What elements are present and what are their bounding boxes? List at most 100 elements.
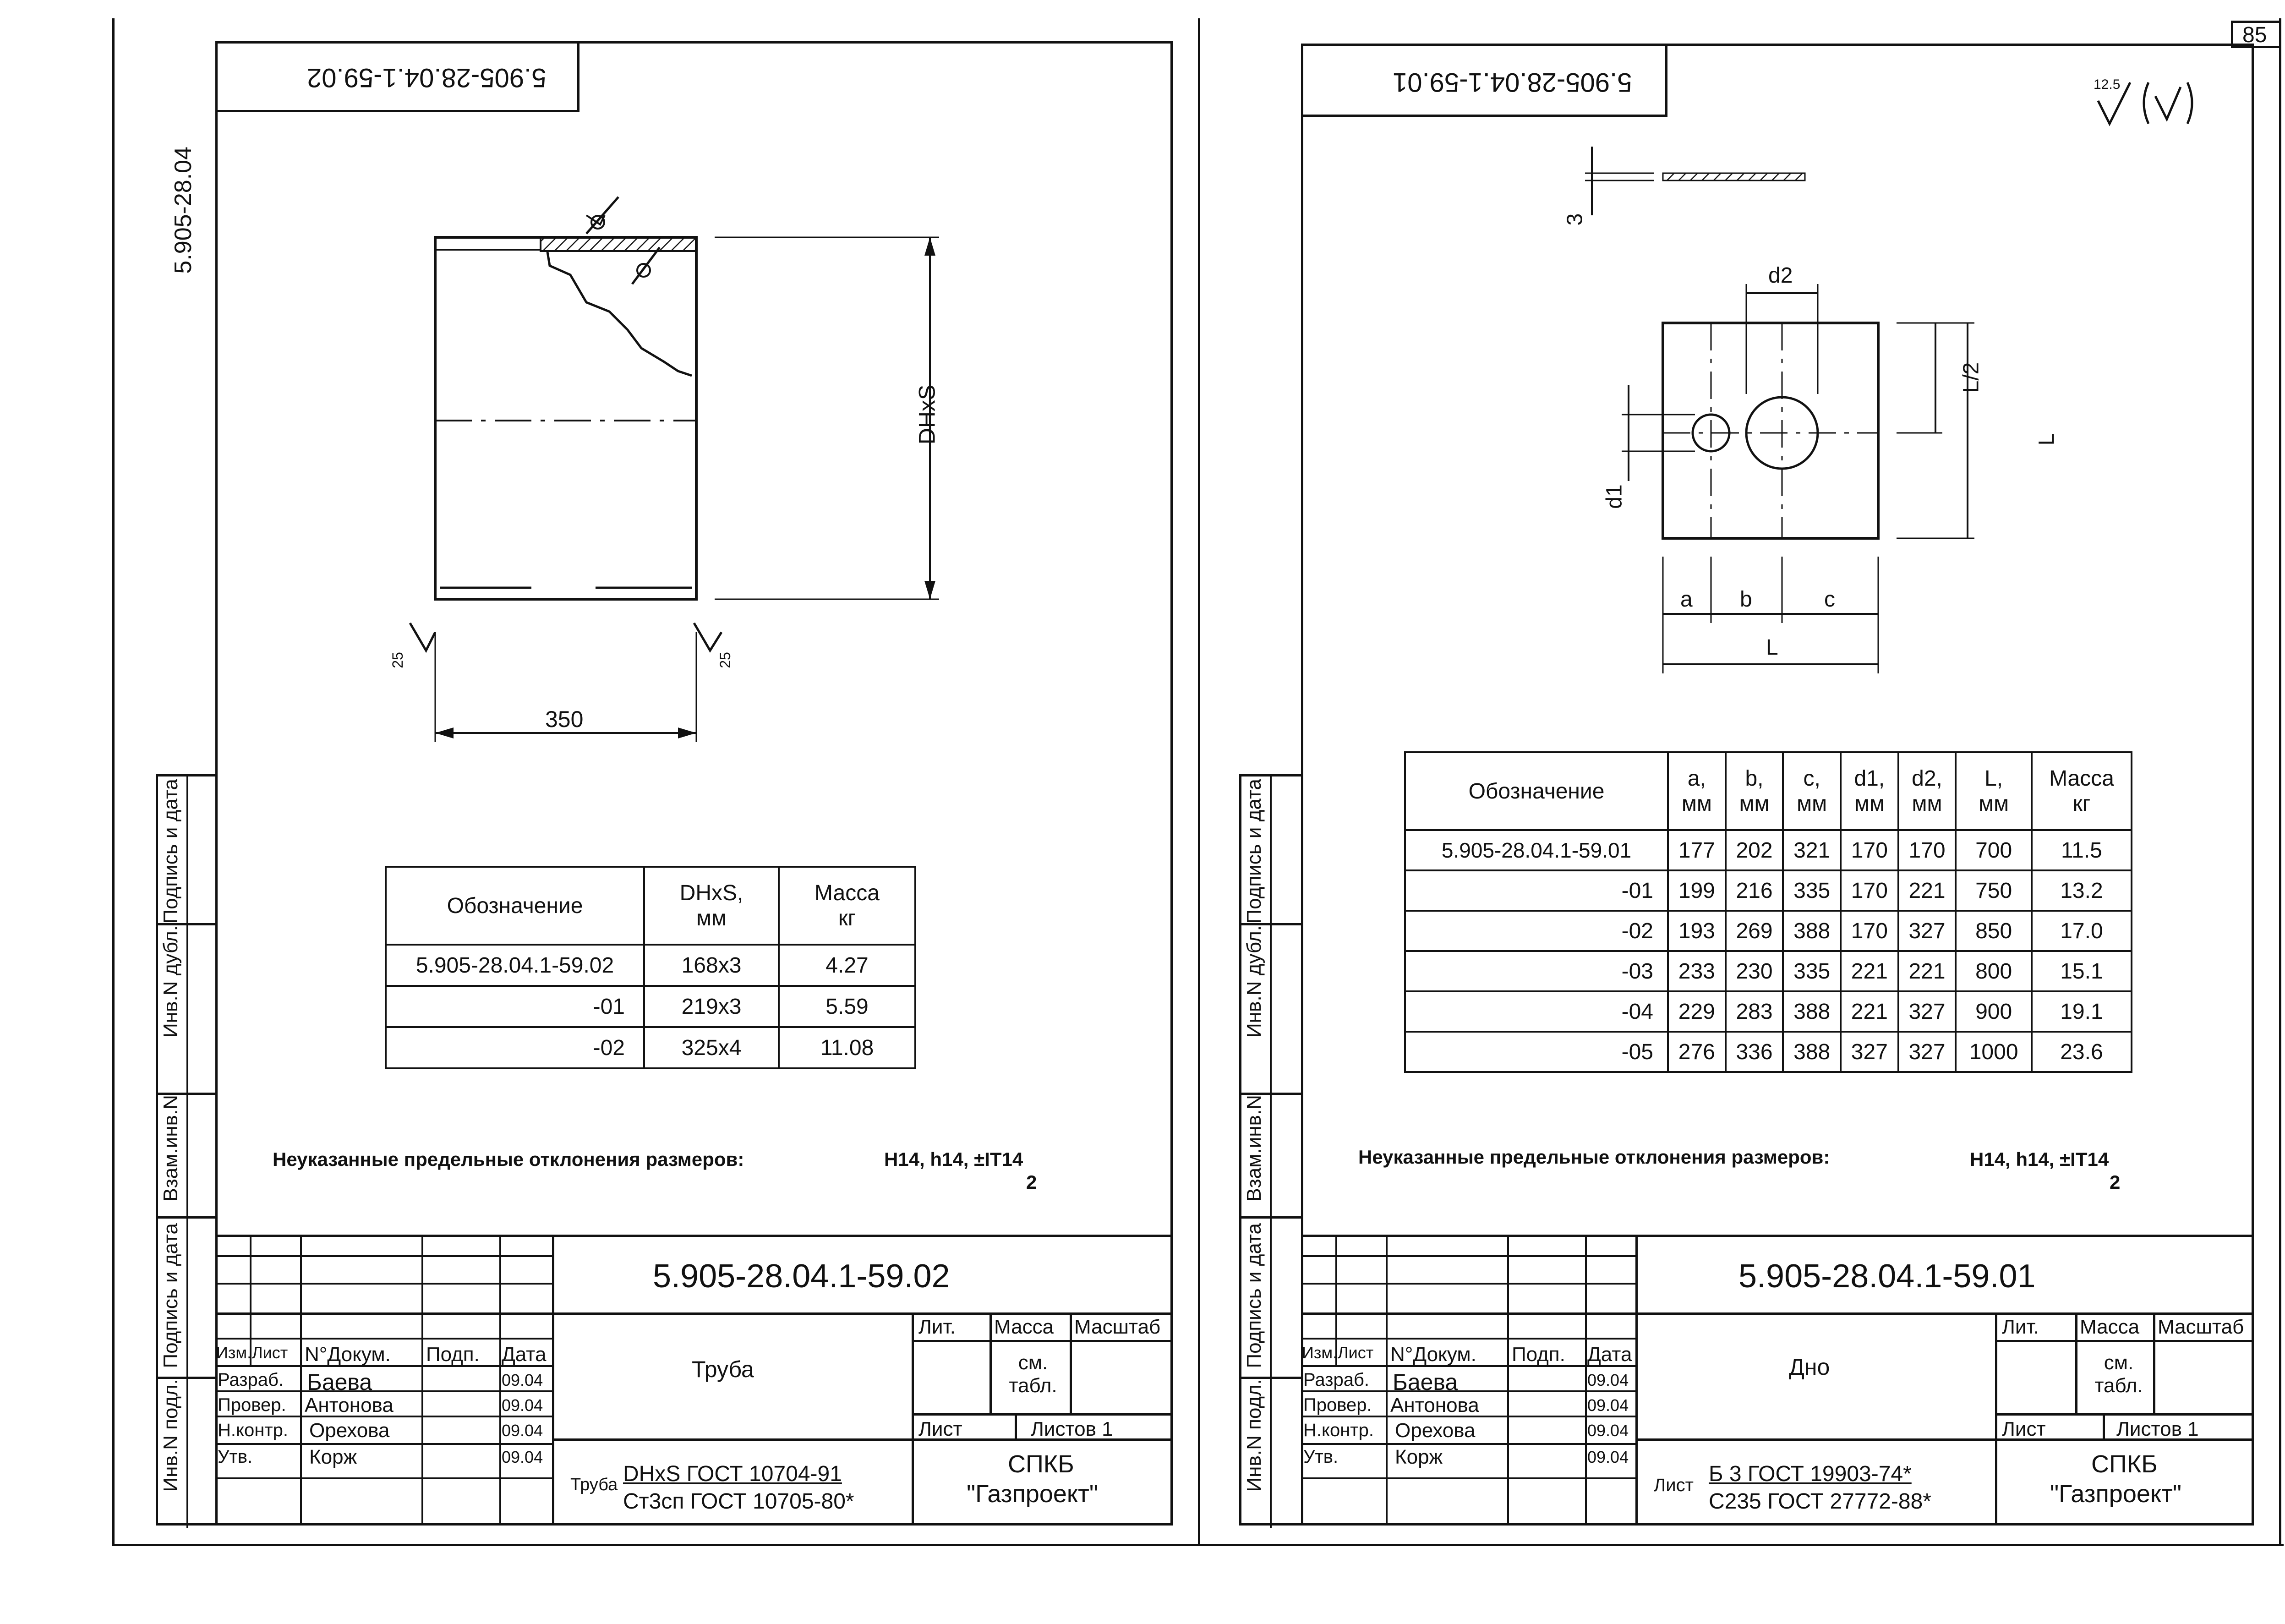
stamp-role: Н.контр. — [218, 1420, 288, 1440]
stamp-col-header: Изм. — [1302, 1343, 1338, 1362]
table-cell: -05 — [1404, 1031, 1669, 1073]
material-bottom: С235 ГОСТ 27772-88* — [1709, 1489, 1931, 1514]
right-mirrored-code: 5.905-28.04.1-59.01 — [1393, 67, 1632, 97]
table-cell: 327 — [1897, 1031, 1957, 1073]
table-cell: 233 — [1667, 950, 1727, 992]
table-header: L, мм — [1955, 751, 2033, 831]
plate-side-view — [1585, 147, 1806, 215]
stamp-person: Орехова — [1395, 1419, 1476, 1442]
outer-left-border — [112, 18, 115, 1546]
table-cell: 327 — [1897, 910, 1957, 952]
stamp-col-header: Дата — [1587, 1343, 1632, 1366]
table-cell: -01 — [1404, 869, 1669, 912]
plate-drawing — [1585, 147, 1974, 673]
title-sheets: Листов 1 — [1031, 1418, 1113, 1440]
title-org2: "Газпроект" — [967, 1480, 1099, 1508]
table-cell: 17.0 — [2030, 910, 2133, 952]
table-cell: 221 — [1897, 869, 1957, 912]
title-sheet: Лист — [918, 1418, 962, 1440]
table-cell: 23.6 — [2030, 1031, 2133, 1073]
table-cell: 325x4 — [643, 1026, 780, 1069]
material-prefix: Труба — [570, 1475, 618, 1494]
stamp-col-header: Лист — [252, 1343, 288, 1362]
table-cell: 199 — [1667, 869, 1727, 912]
table-cell: 750 — [1955, 869, 2033, 912]
title-sheet: Лист — [2002, 1418, 2046, 1440]
page-number-box: 85 — [2231, 21, 2279, 48]
table-cell: -04 — [1404, 990, 1669, 1033]
table-cell: 177 — [1667, 829, 1727, 871]
table-cell: -03 — [1404, 950, 1669, 992]
right-code-tab: 5.905-28.04.1-59.01 — [1301, 44, 1667, 117]
right-side-stamp — [1239, 774, 1303, 1528]
roughness-symbol — [2097, 82, 2193, 126]
table-cell: 327 — [1897, 990, 1957, 1033]
table-cell: 221 — [1840, 950, 1899, 992]
title-mass-value: см. табл. — [2094, 1351, 2143, 1397]
table-cell: 700 — [1955, 829, 2033, 871]
table-cell: 388 — [1782, 910, 1842, 952]
table-cell: 335 — [1782, 950, 1842, 992]
tolerance-value: H14, h14, ±IT14 — [884, 1148, 1023, 1170]
table-header: d1, мм — [1840, 751, 1899, 831]
stamp-col-header: N°Докум. — [1390, 1343, 1476, 1366]
stamp-role: Разраб. — [218, 1370, 284, 1390]
plate-top-view — [1662, 322, 1880, 540]
dim-L2: L/2 — [1959, 362, 1984, 393]
dims — [1622, 284, 1974, 673]
table-header: a, мм — [1667, 751, 1727, 831]
stamp-person: Баева — [1393, 1369, 1458, 1395]
tolerance-value: H14, h14, ±IT14 — [1970, 1148, 2109, 1170]
table-cell: 388 — [1782, 1031, 1842, 1073]
table-cell: 269 — [1724, 910, 1784, 952]
stamp-role: Утв. — [218, 1447, 253, 1467]
stamp-person: Корж — [309, 1446, 357, 1468]
dim-d2: d2 — [1768, 263, 1793, 288]
table-cell: 5.59 — [778, 985, 916, 1028]
table-cell: 168x3 — [643, 944, 780, 987]
title-code: 5.905-28.04.1-59.01 — [1738, 1258, 2036, 1295]
stamp-role: Провер. — [1303, 1395, 1372, 1415]
stamp-person: Антонова — [305, 1394, 394, 1416]
weld-symbols — [585, 196, 661, 285]
pipe-outline — [434, 236, 698, 601]
stamp-col-header: Подп. — [426, 1343, 480, 1366]
table-cell: 900 — [1955, 990, 2033, 1033]
table-cell: 193 — [1667, 910, 1727, 952]
left-code-tab: 5.905-28.04.1-59.02 — [215, 41, 579, 112]
title-mass-value: см. табл. — [1009, 1351, 1057, 1397]
dim-L-horizontal: L — [1766, 635, 1778, 660]
table-cell: 5.905-28.04.1-59.01 — [1404, 829, 1669, 871]
side-stamp-label: Подпись и дата — [159, 1223, 182, 1368]
tolerance-denominator: 2 — [2110, 1171, 2121, 1193]
side-stamp-label: Взам.инв.N — [159, 1095, 182, 1202]
table-cell: 170 — [1840, 910, 1899, 952]
title-mass: Масса — [2080, 1316, 2140, 1338]
dim-a: a — [1680, 587, 1693, 612]
table-cell: 15.1 — [2030, 950, 2133, 992]
table-cell: 170 — [1840, 869, 1899, 912]
title-name: Труба — [692, 1356, 754, 1382]
table-cell: 216 — [1724, 869, 1784, 912]
table-cell: 283 — [1724, 990, 1784, 1033]
stamp-person: Баева — [307, 1369, 372, 1395]
stamp-date: 09.04 — [1587, 1371, 1629, 1389]
tolerance-note: Неуказанные предельные отклонения размер… — [273, 1148, 744, 1170]
side-stamp-label: Инв.N подл. — [159, 1379, 182, 1492]
side-stamp-label: Подпись и дата — [1243, 779, 1265, 924]
plate-spec-table: Обозначение a, мм b, мм c, мм d1, мм d2,… — [1404, 751, 2133, 1073]
table-cell: -01 — [385, 985, 645, 1028]
roughness-marks — [409, 622, 723, 653]
stamp-date: 09.04 — [502, 1421, 543, 1440]
stamp-col-header: Лист — [1338, 1343, 1374, 1362]
dim-thickness: 3 — [1563, 213, 1587, 226]
table-header: Масса кг — [2030, 751, 2133, 831]
pipe-drawing — [409, 196, 939, 742]
title-name: Дно — [1789, 1354, 1830, 1380]
side-stamp-label: Подпись и дата — [159, 779, 182, 924]
dim-c: c — [1824, 587, 1835, 612]
outer-right-border — [2279, 18, 2281, 1546]
table-cell: 5.905-28.04.1-59.02 — [385, 944, 645, 987]
side-stamp-label: Взам.инв.N — [1243, 1095, 1265, 1202]
table-cell: 336 — [1724, 1031, 1784, 1073]
